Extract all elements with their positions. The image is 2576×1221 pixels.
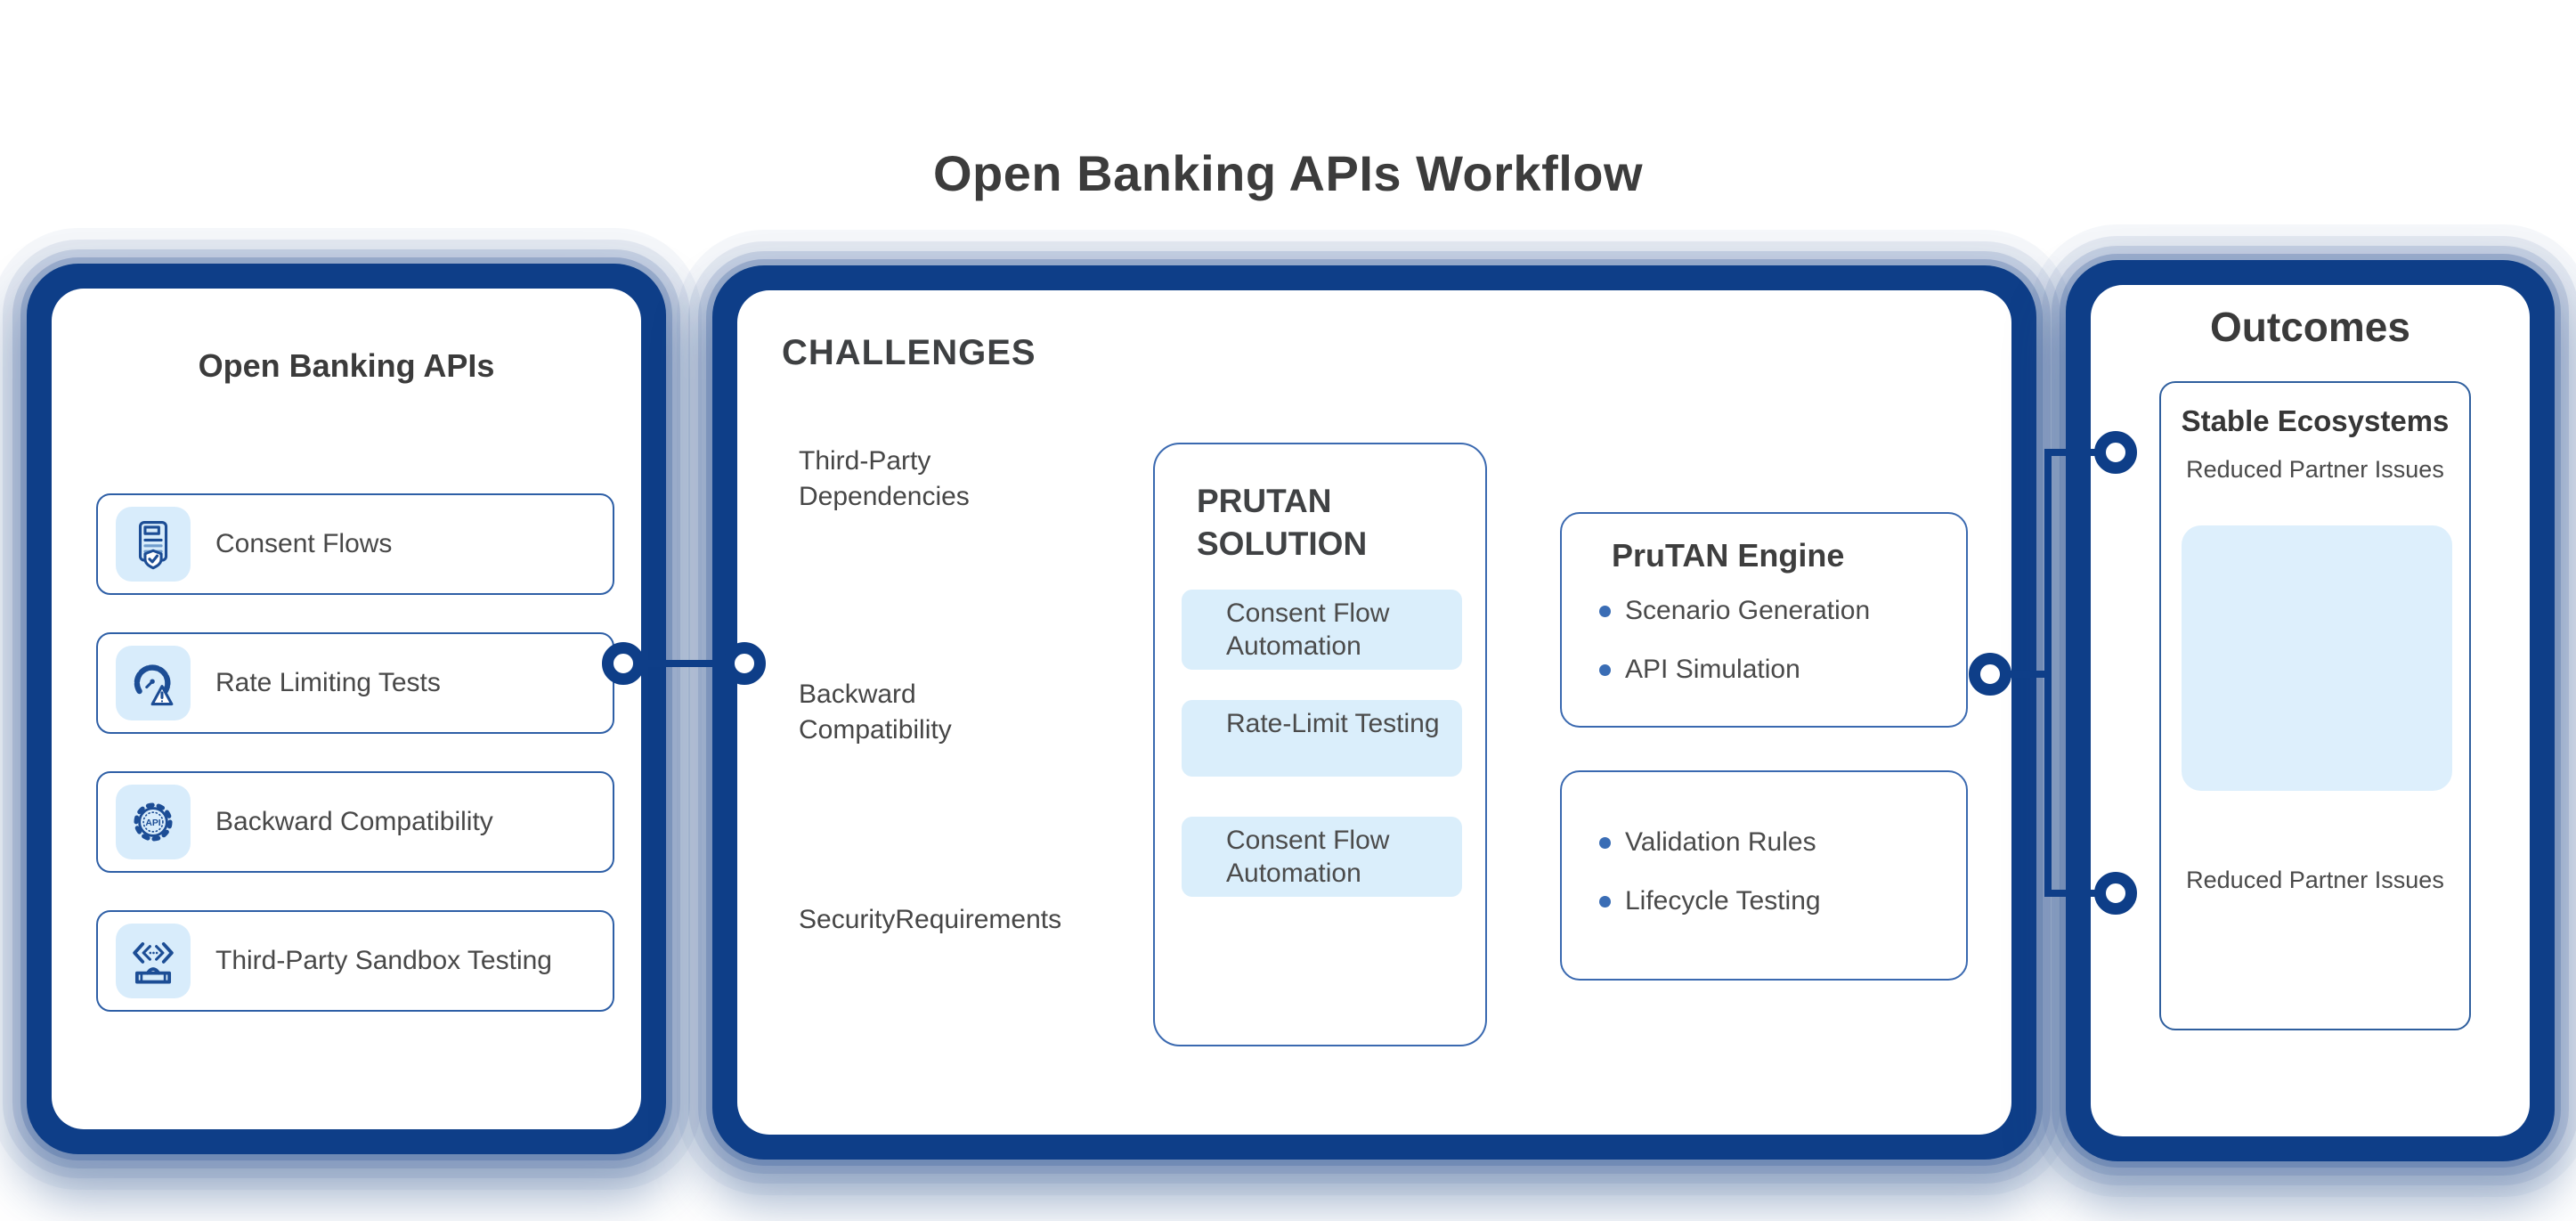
api-gear-icon: API xyxy=(116,785,191,859)
stable-ecosystems-card: Stable Ecosystems Reduced Partner Issues… xyxy=(2159,381,2471,1030)
panel-challenges: CHALLENGES Third-Party Dependencies Back… xyxy=(712,265,2036,1160)
list-item-api-simulation: API Simulation xyxy=(1599,655,1800,685)
list-item-third-party-sandbox-testing[interactable]: Third-Party Sandbox Testing xyxy=(96,910,614,1012)
panel-open-banking-apis: Open Banking APIs Consent Flows xyxy=(27,264,666,1154)
outcomes-heading: Outcomes xyxy=(2210,304,2410,350)
connector-node-outcomes-top xyxy=(2094,431,2137,474)
prutan-engine-box: PruTAN Engine Scenario Generation API Si… xyxy=(1560,512,1968,728)
challenges-heading: CHALLENGES xyxy=(782,333,1036,372)
connector-node-left-panel xyxy=(602,642,645,685)
rate-limit-gauge-icon xyxy=(116,646,191,720)
list-item-validation-rules: Validation Rules xyxy=(1599,827,1816,858)
list-item-label: Third-Party Sandbox Testing xyxy=(215,946,552,975)
page-title: Open Banking APIs Workflow xyxy=(932,145,1644,201)
list-item-rate-limiting-tests[interactable]: Rate Limiting Tests xyxy=(96,632,614,734)
challenge-security-requirements: SecurityRequirements xyxy=(799,905,1062,934)
connector-line-middle xyxy=(1990,671,2050,678)
list-item-label: Consent Flows xyxy=(215,529,393,558)
connector-line-top-branch xyxy=(2048,449,2116,456)
bullet-icon xyxy=(1599,605,1611,617)
connector-node-middle-panel-right xyxy=(1969,653,2011,696)
bullet-icon xyxy=(1599,895,1611,908)
svg-text:API: API xyxy=(145,818,160,828)
reduced-partner-issues-footer-text: Reduced Partner Issues xyxy=(2186,867,2444,893)
prutan-solution-title: PRUTAN SOLUTION xyxy=(1197,483,1368,563)
connector-line-bottom-branch xyxy=(2048,890,2116,897)
prutan-solution-box: PRUTAN SOLUTION Consent Flow Automation … xyxy=(1153,443,1487,1046)
list-item-consent-flows[interactable]: Consent Flows xyxy=(96,493,614,595)
reduced-partner-issues-text: Reduced Partner Issues xyxy=(2186,456,2444,483)
stable-ecosystems-title: Stable Ecosystems xyxy=(2181,404,2450,437)
list-item-label: Rate Limiting Tests xyxy=(215,668,441,697)
connector-line-vertical xyxy=(2044,449,2052,897)
prutan-engine-title: PruTAN Engine xyxy=(1612,537,1845,574)
chip-consent-flow-automation-2[interactable]: Consent Flow Automation xyxy=(1182,817,1462,898)
bullet-label: Validation Rules xyxy=(1625,827,1816,857)
bullet-icon xyxy=(1599,663,1611,676)
connector-node-outcomes-bottom xyxy=(2094,872,2137,915)
sandbox-code-icon xyxy=(116,924,191,998)
list-item-scenario-generation: Scenario Generation xyxy=(1599,596,1870,626)
bullet-icon xyxy=(1599,836,1611,849)
list-item-label: Backward Compatibility xyxy=(215,807,493,836)
validation-rules-box: Validation Rules Lifecycle Testing xyxy=(1560,770,1968,981)
list-item-lifecycle-testing: Lifecycle Testing xyxy=(1599,886,1821,916)
connector-node-middle-panel-left xyxy=(723,642,766,685)
bullet-label: Lifecycle Testing xyxy=(1625,886,1821,916)
chip-consent-flow-automation[interactable]: Consent Flow Automation xyxy=(1182,590,1462,671)
list-item-backward-compatibility[interactable]: API Backward Compatibility xyxy=(96,771,614,873)
connector-line-left xyxy=(623,660,744,667)
bullet-label: Scenario Generation xyxy=(1625,596,1871,625)
api-item-list: Consent Flows Rate Limiting Tests xyxy=(96,493,614,1012)
consent-document-icon xyxy=(116,507,191,582)
chip-rate-limit-testing[interactable]: Rate-Limit Testing xyxy=(1182,700,1462,777)
panel-outcomes: Outcomes Stable Ecosystems Reduced Partn… xyxy=(2066,260,2555,1161)
bullet-label: API Simulation xyxy=(1625,655,1800,684)
challenge-backward-compatibility: Backward Compatibility xyxy=(799,680,952,745)
challenge-third-party-dependencies: Third-Party Dependencies xyxy=(799,446,970,511)
open-banking-apis-heading: Open Banking APIs xyxy=(198,347,495,384)
outcome-placeholder-box xyxy=(2182,525,2452,791)
